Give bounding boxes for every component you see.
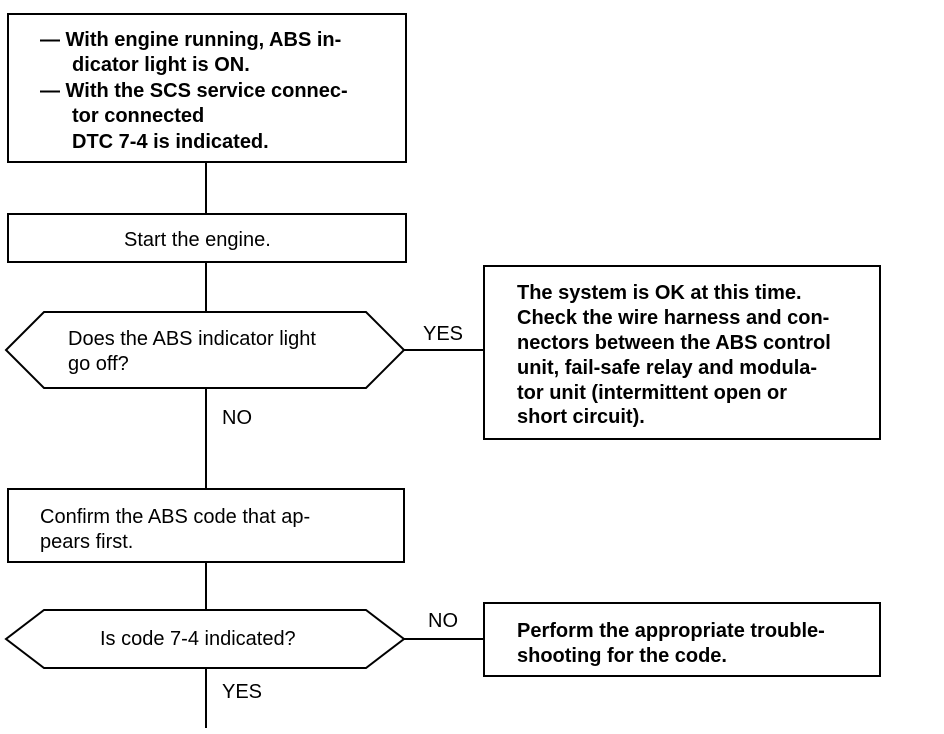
decision-1-line-2: go off? [68,353,129,375]
decision-2-yes-label: YES [222,681,263,703]
result-other-line-1: Perform the appropriate trouble- [517,620,825,642]
decision-1-line-1: Does the ABS indicator light [68,328,316,350]
result-ok-line-4: unit, fail-safe relay and modula- [517,357,818,379]
result-other-box [483,602,881,677]
result-ok-line-5: tor unit (intermittent open or [517,382,787,404]
symptom-line-3: DTC 7-4 is indicated. [72,131,269,153]
step-confirm-line-2: pears first. [40,531,134,553]
result-ok-box [483,265,881,440]
step-start-text: Start the engine. [124,229,271,251]
symptom-box [7,13,407,163]
result-ok-line-3: nectors between the ABS control [517,332,831,354]
result-ok-line-2: Check the wire harness and con- [517,307,830,329]
decision-1-no-label: NO [222,407,252,429]
decision-1-shape [4,311,406,389]
decision-2-shape [4,609,406,669]
result-other-line-2: shooting for the code. [517,645,727,667]
symptom-line-1a: — With engine running, ABS in- [40,29,342,51]
result-ok-line-6: short circuit). [517,406,645,428]
decision-1-yes-label: YES [423,323,464,345]
step-confirm-line-1: Confirm the ABS code that ap- [40,506,311,528]
step-confirm-box [7,488,405,563]
decision-2-no-label: NO [428,610,458,632]
result-ok-line-1: The system is OK at this time. [517,282,802,304]
symptom-line-2b: tor connected [72,105,205,127]
symptom-line-1b: dicator light is ON. [72,54,250,76]
symptom-line-2a: — With the SCS service connec- [40,80,348,102]
step-start-box [7,213,407,263]
decision-2-text: Is code 7-4 indicated? [100,628,296,650]
